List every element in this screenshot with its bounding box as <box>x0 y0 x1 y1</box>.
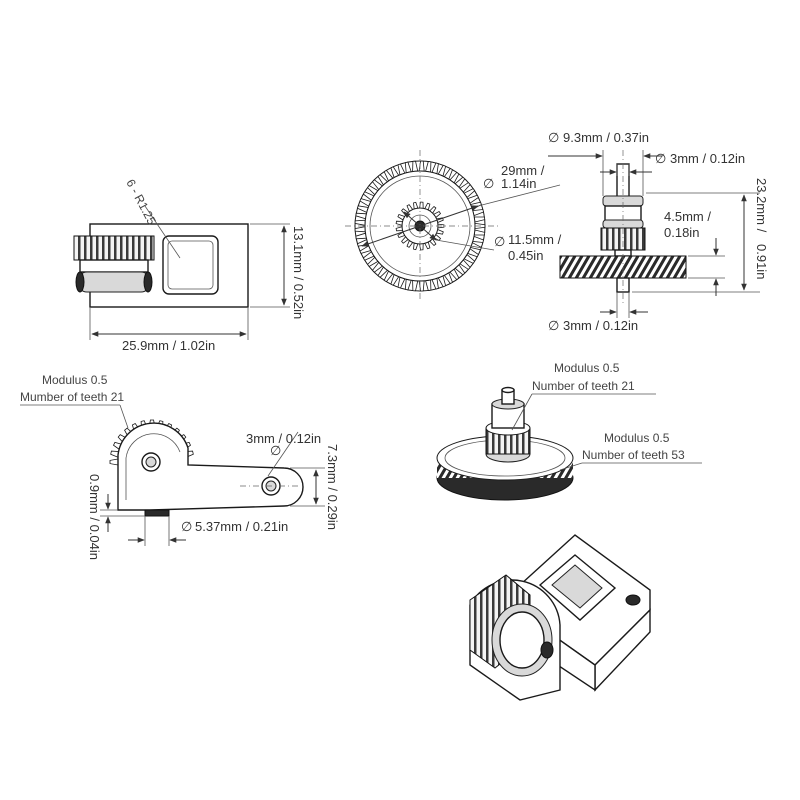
front-pinion <box>73 235 155 293</box>
fillet-leader <box>144 205 181 259</box>
bracket-window <box>162 235 219 295</box>
large-modulus-label: Modulus 0.5 <box>604 431 670 445</box>
small-teeth-label: Number of teeth 21 <box>532 379 635 393</box>
large-teeth-label: Number of teeth 53 <box>582 448 685 462</box>
total-height-label-2: 0.91in <box>754 244 769 279</box>
diameter-symbol-icon: ∅ <box>270 443 281 458</box>
diameter-symbol-icon: ∅ <box>494 234 505 249</box>
bracket-window-inner <box>167 240 214 290</box>
front-width-label: 25.9mm / 1.02in <box>122 338 215 353</box>
lever-foot <box>144 509 170 517</box>
front-view: 6 - R1.25 13.1mm / 0.52in 25.9mm / 1.02i… <box>73 177 306 353</box>
pinion-diameter-label-1: 11.5mm / <box>508 232 562 247</box>
gear-3d-view: Modulus 0.5 Number of teeth 21 Modulus 0… <box>436 361 702 501</box>
pinion-diameter-line <box>403 211 437 241</box>
front-height-label: 13.1mm / 0.52in <box>291 226 306 319</box>
assembly-pivot-hole <box>540 641 554 659</box>
outer-diameter-label-1: 29mm / <box>501 163 545 178</box>
lever-modulus-label: Modulus 0.5 <box>42 373 108 387</box>
shaft-bottom-label: 3mm / 0.12in <box>563 318 638 333</box>
assembly-gear <box>469 574 553 677</box>
pinion-diameter-label-2: 0.45in <box>508 248 543 263</box>
lever-body <box>117 422 304 511</box>
collar-diameter-label: 9.3mm / 0.37in <box>563 130 649 145</box>
shaft-top-label: 3mm / 0.12in <box>670 151 745 166</box>
gear-height-label-2: 0.18in <box>664 225 699 240</box>
lever-bore-label: 5.37mm / 0.21in <box>195 519 288 534</box>
lever-offset-label: 0.9mm / 0.04in <box>87 474 102 560</box>
fillet-note: 6 - R1.25 <box>123 177 159 227</box>
gear-height-label-1: 4.5mm / <box>664 209 711 224</box>
lever-view: Modulus 0.5 Mumber of teeth 21 3mm / 0.1… <box>20 373 340 560</box>
lever-hole-label: 3mm / 0.12in <box>246 431 321 446</box>
gear-side-view: ∅ 9.3mm / 0.37in ∅ 3mm / 0.12in 23.2mm /… <box>548 130 769 333</box>
assembly-end-hole <box>625 594 641 606</box>
lever-height-label: 7.3mm / 0.29in <box>325 444 340 530</box>
diameter-symbol-icon: ∅ <box>548 318 559 333</box>
total-height-label-1: 23.2mm / <box>754 178 769 233</box>
gear-face-view: 29mm / ∅ 1.14in ∅ 11.5mm / 0.45in <box>345 150 562 302</box>
gear-tooth <box>109 458 119 466</box>
assembly-3d-view <box>469 534 651 701</box>
lever-teeth-label: Mumber of teeth 21 <box>20 390 124 404</box>
small-modulus-label: Modulus 0.5 <box>554 361 620 375</box>
diameter-symbol-icon: ∅ <box>181 519 192 534</box>
diameter-symbol-icon: ∅ <box>483 176 494 191</box>
outer-diameter-label-2: 1.14in <box>501 176 536 191</box>
diameter-symbol-icon: ∅ <box>548 130 559 145</box>
diameter-symbol-icon: ∅ <box>655 151 666 166</box>
